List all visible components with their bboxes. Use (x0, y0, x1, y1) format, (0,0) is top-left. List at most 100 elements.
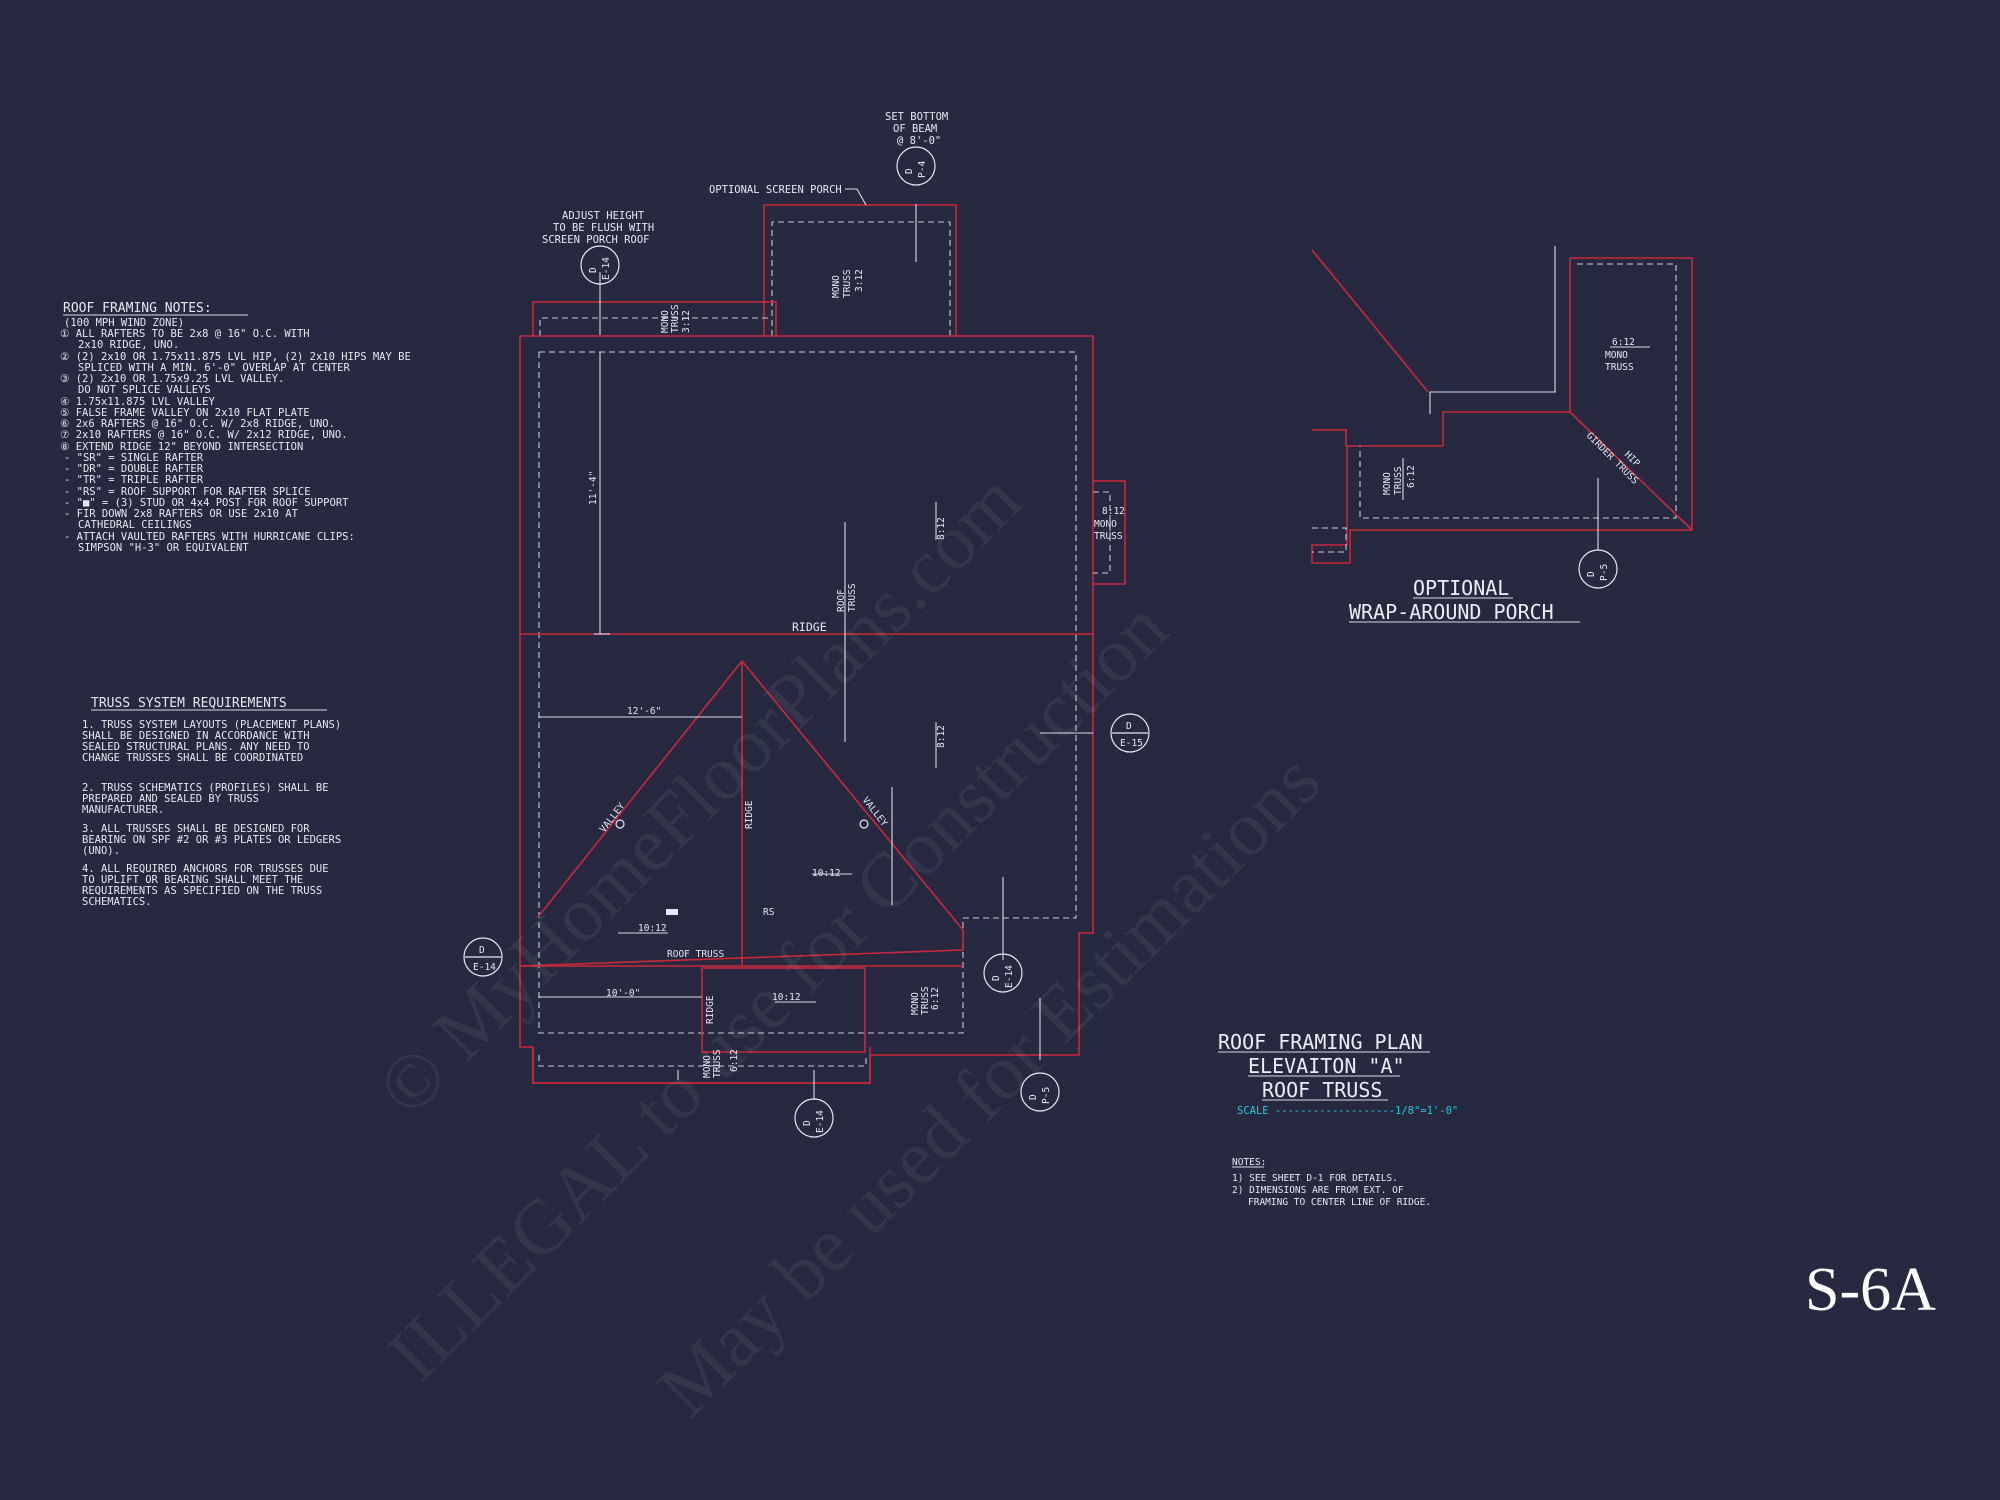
note-line: - "RS" = ROOF SUPPORT FOR RAFTER SPLICE (64, 486, 311, 498)
pitch-label: 3:12 (681, 310, 692, 333)
mono-truss-label: MONO (910, 992, 921, 1015)
pitch-label: 10:12 (812, 868, 841, 879)
roof-support-post (666, 909, 678, 915)
mono-truss-roof-outline (532, 301, 777, 336)
pitch-label: 6:12 (930, 987, 941, 1010)
detail-bubble-e14-bottom: D E-14 (794, 1098, 834, 1138)
bottom-eave-outline (532, 1047, 871, 1084)
note-line: DO NOT SPLICE VALLEYS (78, 384, 211, 396)
roof-framing-notes: ROOF FRAMING NOTES: (100 MPH WIND ZONE) … (60, 301, 411, 554)
scale-label: SCALE -------------------1/8"=1'-0" (1237, 1105, 1458, 1117)
svg-text:D: D (588, 267, 599, 273)
note-line: (100 MPH WIND ZONE) (64, 317, 184, 329)
note-line: - "■" = (3) STUD OR 4x4 POST FOR ROOF SU… (64, 497, 349, 509)
pitch-label: 6:12 (1612, 337, 1635, 348)
mono-truss-label: TRUSS (920, 986, 931, 1015)
leader-line (845, 188, 867, 206)
note-line: ⑥ 2x6 RAFTERS @ 16" O.C. W/ 2x8 RIDGE, U… (60, 418, 335, 430)
porch-wall-line (1359, 263, 1677, 519)
note-line: ⑧ EXTEND RIDGE 12" BEYOND INTERSECTION (60, 441, 303, 453)
notes-title: ROOF FRAMING NOTES: (63, 301, 212, 316)
pitch-label: 8:12 (936, 517, 947, 540)
svg-text:E-14: E-14 (815, 1110, 826, 1133)
mono-truss-label: TRUSS (1094, 531, 1123, 542)
sheet-number: S-6A (1805, 1256, 1936, 1324)
svg-text:D: D (479, 945, 485, 956)
svg-text:P-4: P-4 (917, 161, 928, 178)
note-line: SIMPSON "H-3" OR EQUIVALENT (78, 542, 249, 554)
mono-truss-label: TRUSS (1605, 362, 1634, 373)
plan-title-block: ROOF FRAMING PLAN ELEVAITON "A" ROOF TRU… (1218, 1030, 1458, 1117)
mono-truss-label: MONO (660, 310, 671, 333)
pitch-label: 10:12 (772, 992, 801, 1003)
truss-note-line: TO UPLIFT OR BEARING SHALL MEET THE (82, 874, 303, 886)
detail-bubble-p5-porch: D P-5 (1578, 549, 1618, 589)
mono-truss-label: TRUSS (1393, 466, 1404, 495)
callout-line: SET BOTTOM (885, 111, 948, 123)
roof-truss-label: ROOF TRUSS (667, 949, 724, 960)
porch-inner-roof-outline (1346, 258, 1571, 545)
dimension-label: 11'-4" (588, 471, 599, 505)
mono-truss-label: TRUSS (842, 269, 853, 298)
note-line: - "TR" = TRIPLE RAFTER (64, 474, 204, 486)
note-line: - FIR DOWN 2x8 RAFTERS OR USE 2x10 AT (64, 508, 299, 520)
roof-support-marker (859, 819, 869, 829)
callout-line: ADJUST HEIGHT (562, 210, 645, 222)
callout-line: @ 8'-0" (897, 135, 941, 147)
plan-title: ROOF FRAMING PLAN (1218, 1030, 1423, 1054)
roof-support-marker (615, 819, 625, 829)
bottom-eave-wall-line (538, 1055, 867, 1067)
detail-bubble-e14: D E-14 (580, 245, 620, 285)
roof-truss-label: TRUSS (847, 583, 858, 612)
note-line: ③ (2) 2x10 OR 1.75x9.25 LVL VALLEY. (60, 373, 284, 385)
porch-title: OPTIONAL (1413, 576, 1509, 600)
svg-text:E-14: E-14 (601, 257, 612, 280)
plan-title: ELEVAITON "A" (1248, 1054, 1405, 1078)
note-line: ④ 1.75x11.875 LVL VALLEY (60, 396, 215, 408)
porch-roof-return (1312, 429, 1347, 446)
mono-truss-label: MONO (1382, 472, 1393, 495)
screen-porch-roof-outline (763, 204, 957, 336)
svg-text:D: D (1586, 571, 1597, 577)
truss-note-line: 1. TRUSS SYSTEM LAYOUTS (PLACEMENT PLANS… (82, 719, 341, 731)
note-line: - ATTACH VAULTED RAFTERS WITH HURRICANE … (64, 531, 355, 543)
detail-bubble-p5: D P-5 (1020, 1072, 1060, 1112)
svg-text:D: D (1126, 721, 1132, 732)
note-line: ② (2) 2x10 OR 1.75x11.875 LVL HIP, (2) 2… (60, 351, 411, 363)
svg-text:E-15: E-15 (1120, 738, 1143, 749)
pitch-label: 10:12 (638, 923, 667, 934)
rs-label: RS (763, 907, 775, 918)
footer-note-line: 2) DIMENSIONS ARE FROM EXT. OF (1232, 1185, 1404, 1196)
truss-note-line: SCHEMATICS. (82, 896, 152, 908)
main-wall-line (538, 351, 1077, 1034)
svg-text:P-5: P-5 (1599, 564, 1610, 581)
porch-wall-return (1312, 527, 1347, 553)
svg-text:D: D (991, 975, 1002, 981)
truss-title: TRUSS SYSTEM REQUIREMENTS (91, 696, 287, 711)
svg-text:P-5: P-5 (1041, 1087, 1052, 1104)
dimension-label: 10'-0" (606, 988, 640, 999)
footer-note-line: FRAMING TO CENTER LINE OF RIDGE. (1248, 1197, 1431, 1208)
valley-lines (519, 659, 964, 967)
hip-girder-line (1569, 411, 1693, 531)
truss-note-line: CHANGE TRUSSES SHALL BE COORDINATED (82, 752, 303, 764)
watermark: © MyHomeFloorPlans.com ILLEGAL to use fo… (361, 456, 1337, 1432)
note-line: ⑤ FALSE FRAME VALLEY ON 2x10 FLAT PLATE (60, 407, 310, 419)
note-line: CATHEDRAL CEILINGS (78, 519, 192, 531)
callout-line: TO BE FLUSH WITH (553, 222, 654, 234)
footer-notes-title: NOTES: (1232, 1157, 1266, 1168)
svg-text:E-14: E-14 (1004, 965, 1015, 988)
callout-line: SCREEN PORCH ROOF (542, 234, 649, 246)
porch-eave-line (1311, 249, 1429, 393)
mono-truss-label: TRUSS (670, 304, 681, 333)
svg-text:E-14: E-14 (473, 962, 496, 973)
svg-text:D: D (802, 1120, 813, 1126)
house-wall-line (1429, 246, 1556, 414)
ridge-label: RIDGE (705, 995, 716, 1024)
ridge-label: RIDGE (792, 620, 827, 634)
footer-note-line: 1) SEE SHEET D-1 FOR DETAILS. (1232, 1173, 1398, 1184)
plan-title: ROOF TRUSS (1262, 1078, 1382, 1102)
truss-note-line: (UNO). (82, 845, 120, 857)
ridge-label: RIDGE (744, 800, 755, 829)
note-line: ① ALL RAFTERS TO BE 2x8 @ 16" O.C. WITH (60, 328, 310, 340)
